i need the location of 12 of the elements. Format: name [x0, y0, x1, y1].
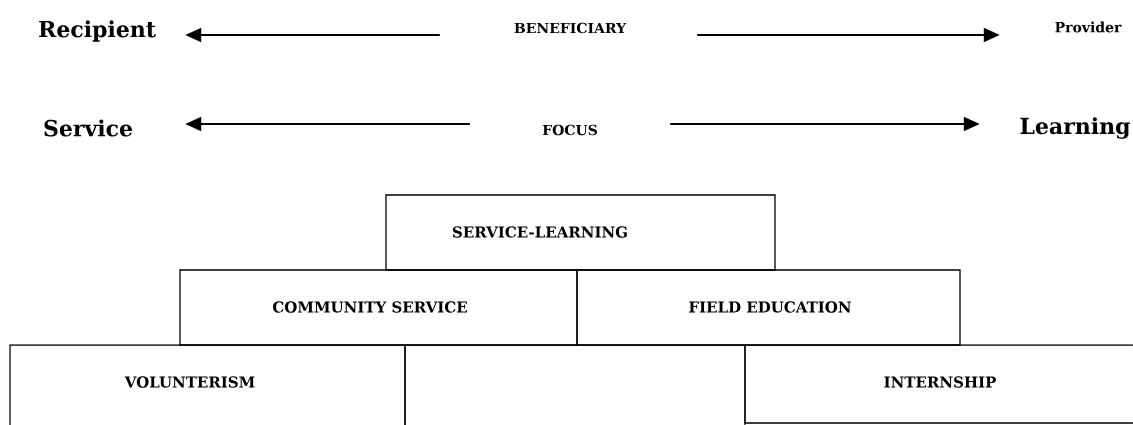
axis-label: BENEFICIARY	[514, 22, 627, 34]
axis-label: Provider	[1055, 21, 1122, 33]
category-box: SERVICE-LEARNING	[385, 194, 776, 271]
axis-label: Service	[44, 119, 132, 137]
category-box: INTERNSHIP	[744, 344, 1133, 424]
category-box: COMMUNITY SERVICE	[179, 269, 578, 346]
axis-label: Recipient	[39, 20, 156, 42]
category-box	[404, 344, 746, 425]
axis-label: FOCUS	[542, 124, 597, 136]
category-box: VOLUNTERISM	[9, 344, 406, 425]
axis-label: Learning	[1020, 117, 1130, 139]
category-box: FIELD EDUCATION	[576, 269, 961, 346]
